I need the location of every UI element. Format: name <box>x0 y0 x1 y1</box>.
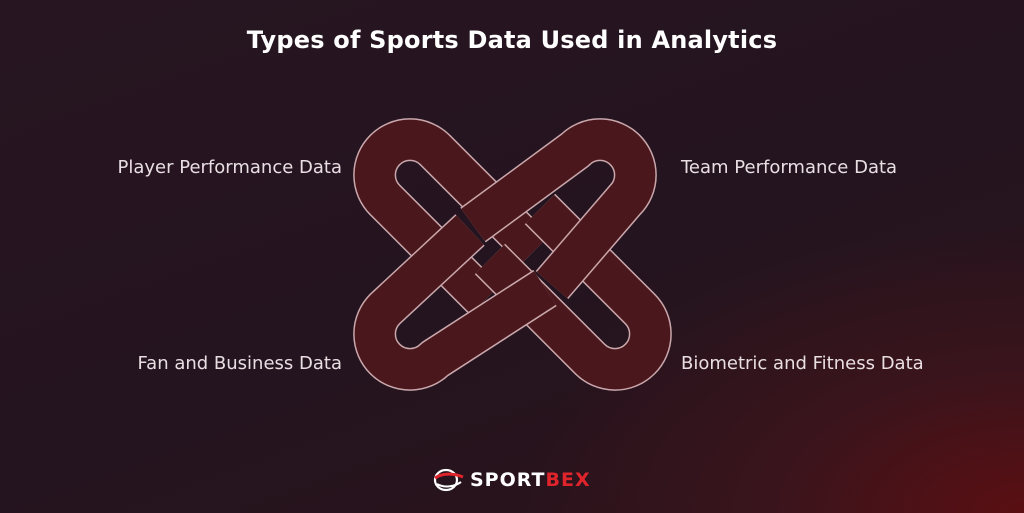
sportbex-logo: SPORTBEX <box>432 467 591 493</box>
label-team-performance-data: Team Performance Data <box>681 157 898 178</box>
label-biometric-and-fitness-data: Biometric and Fitness Data <box>681 353 924 374</box>
band-bottom-left <box>353 214 557 391</box>
page-title: Types of Sports Data Used in Analytics <box>246 26 778 54</box>
label-fan-and-business-data: Fan and Business Data <box>137 353 342 374</box>
sportbex-wordmark: SPORTBEX <box>470 469 591 491</box>
sportbex-ball-icon <box>433 468 464 492</box>
band-top-left <box>353 118 551 316</box>
label-player-performance-data: Player Performance Data <box>117 157 343 178</box>
band-bottom-right <box>474 193 672 391</box>
band-top-right <box>460 118 657 300</box>
